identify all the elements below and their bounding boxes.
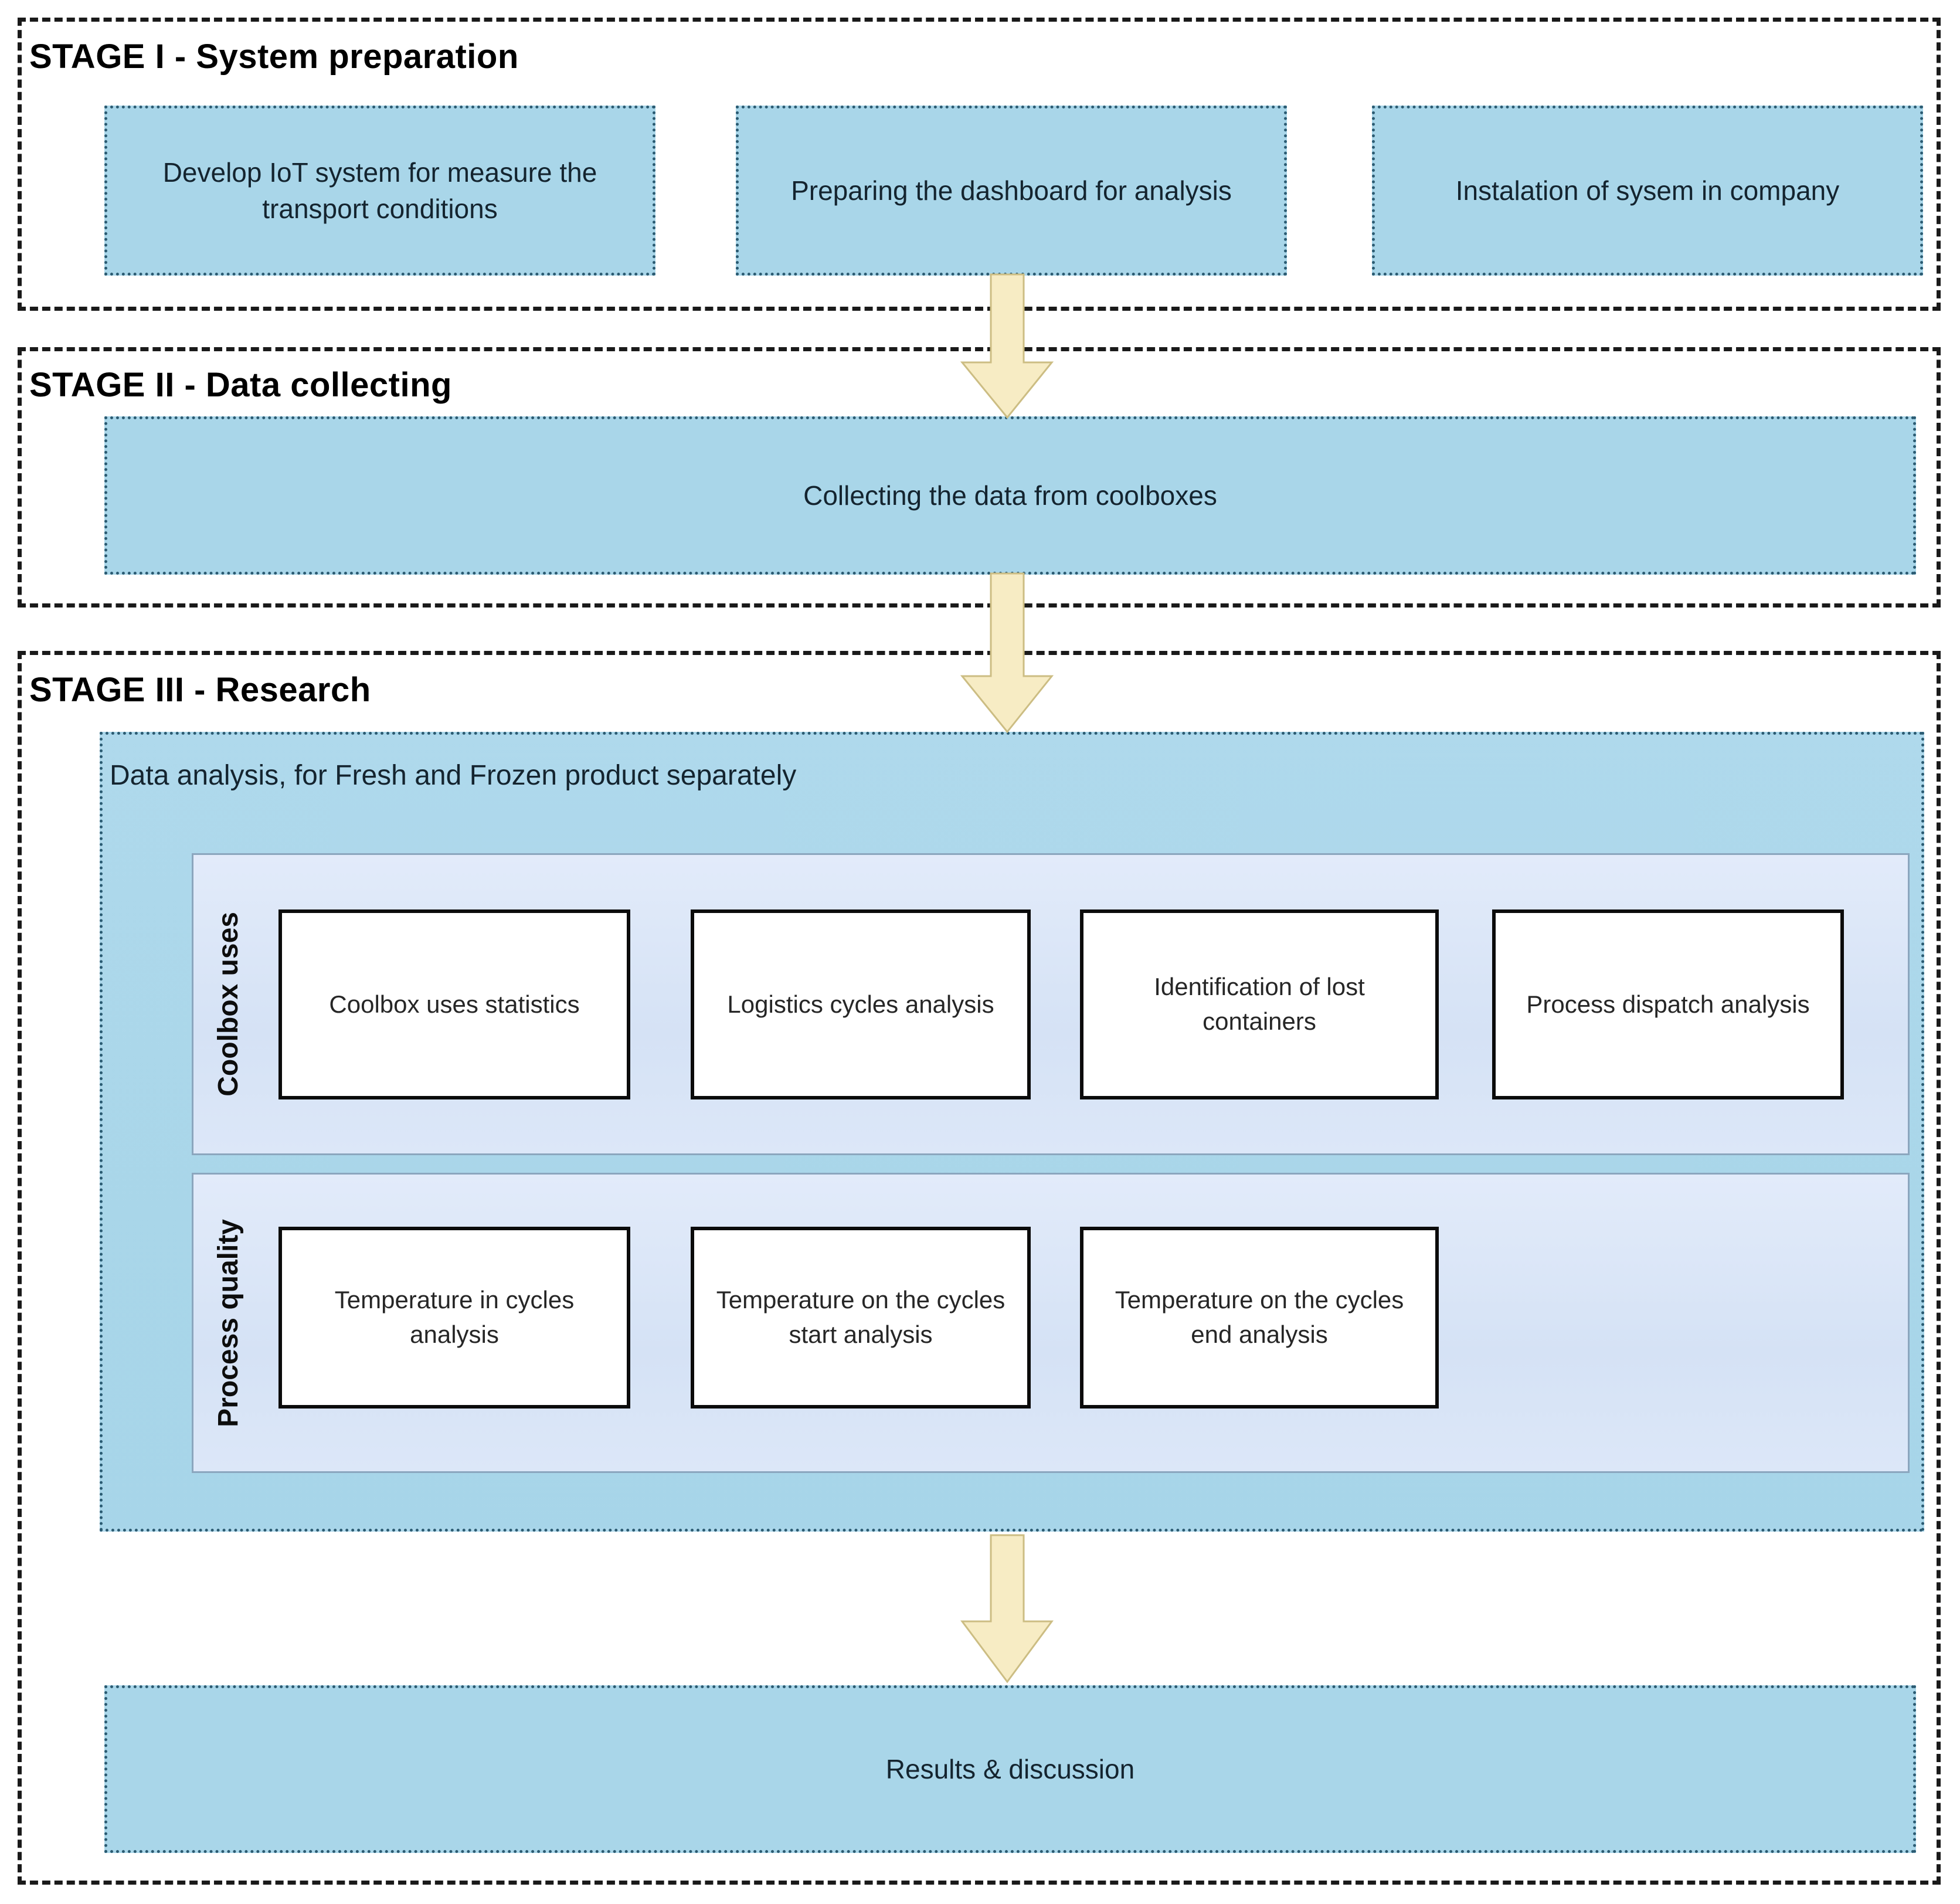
box-develop-iot-system-label: Develop IoT system for measure the trans… — [162, 157, 597, 224]
stage-2-title: STAGE II - Data collecting — [29, 366, 452, 404]
box-results-discussion: Results & discussion — [104, 1685, 1916, 1853]
box-preparing-dashboard: Preparing the dashboard for analysis — [736, 106, 1287, 276]
stage-2-container: STAGE II - Data collecting Collecting th… — [18, 347, 1941, 607]
box-collecting-data: Collecting the data from coolboxes — [104, 416, 1916, 575]
stage-3-container: STAGE III - Research Data analysis, for … — [18, 651, 1941, 1885]
stage-3-title: STAGE III - Research — [29, 671, 371, 709]
box-data-analysis: Data analysis, for Fresh and Frozen prod… — [100, 732, 1924, 1532]
panel-process-quality: Process quality Temperature in cycles an… — [192, 1173, 1910, 1473]
box-logistics-cycles-analysis: Logistics cycles analysis — [691, 909, 1031, 1099]
box-preparing-dashboard-label: Preparing the dashboard for analysis — [791, 175, 1232, 206]
box-develop-iot-system: Develop IoT system for measure the trans… — [104, 106, 655, 276]
box-temperature-cycles-start: Temperature on the cycles start analysis — [691, 1227, 1031, 1409]
panel-coolbox-uses: Coolbox uses Coolbox uses statistics Log… — [192, 853, 1910, 1155]
stage-1-title: STAGE I - System preparation — [29, 38, 519, 76]
box-temperature-cycles-end: Temperature on the cycles end analysis — [1080, 1227, 1439, 1409]
box-identification-lost-containers: Identification of lost containers — [1080, 909, 1439, 1099]
panel-coolbox-uses-label: Coolbox uses — [212, 912, 244, 1097]
box-process-dispatch-analysis: Process dispatch analysis — [1492, 909, 1844, 1099]
stage-1-container: STAGE I - System preparation Develop IoT… — [18, 18, 1941, 311]
box-temperature-in-cycles: Temperature in cycles analysis — [278, 1227, 630, 1409]
box-coolbox-uses-statistics: Coolbox uses statistics — [278, 909, 630, 1099]
box-collecting-data-label: Collecting the data from coolboxes — [803, 480, 1217, 511]
data-analysis-title: Data analysis, for Fresh and Frozen prod… — [110, 760, 797, 791]
box-installation-of-system: Instalation of sysem in company — [1372, 106, 1923, 276]
box-results-discussion-label: Results & discussion — [885, 1753, 1135, 1784]
box-installation-of-system-label: Instalation of sysem in company — [1455, 175, 1840, 206]
panel-process-quality-label: Process quality — [212, 1219, 244, 1427]
